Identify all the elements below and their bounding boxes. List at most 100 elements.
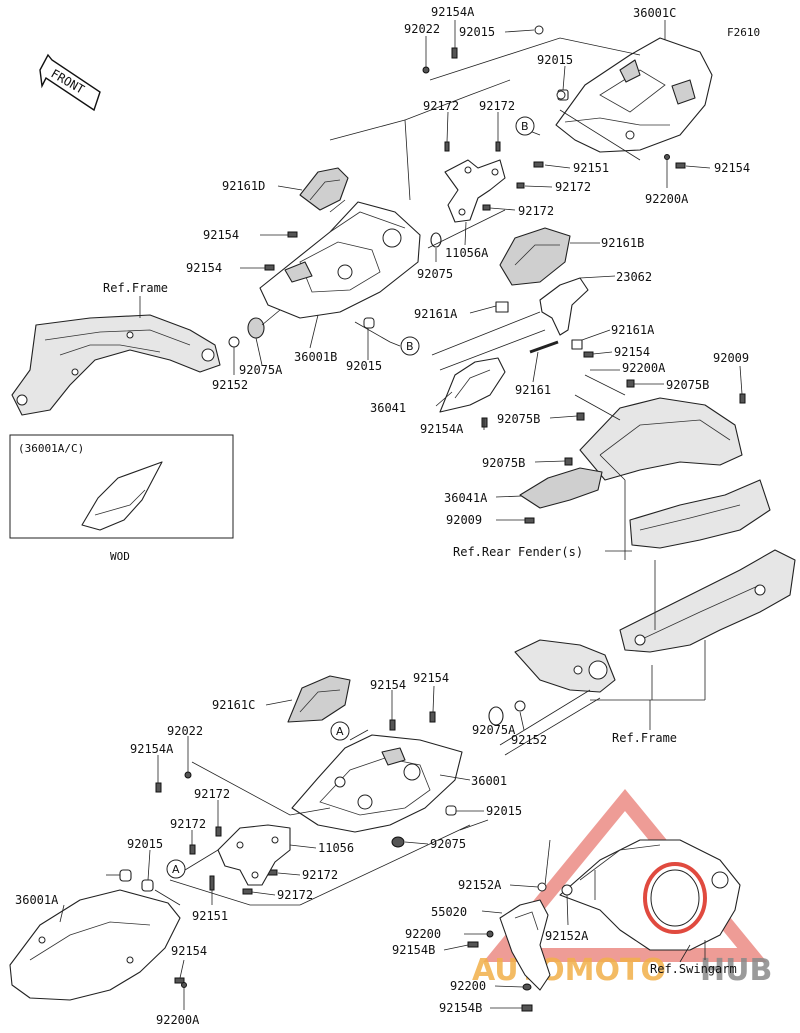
marker-b-top: B bbox=[515, 116, 535, 136]
label-92154-f: 92154 bbox=[413, 671, 449, 685]
bolt-92172f-icon bbox=[189, 844, 196, 855]
label-92154-d: 92154 bbox=[614, 345, 650, 359]
svg-text:B: B bbox=[521, 120, 529, 133]
front-arrow-icon: FRONT bbox=[39, 53, 101, 112]
grommet-92200-icon bbox=[486, 930, 494, 938]
bolt-92009-b-icon bbox=[524, 517, 535, 524]
label-92200-b: 92200 bbox=[450, 979, 486, 993]
nut-92015d-icon bbox=[445, 805, 457, 816]
bolt-92172h-icon bbox=[242, 888, 253, 895]
label-92172-d: 92172 bbox=[518, 204, 554, 218]
bolt-92009-icon bbox=[739, 393, 746, 404]
label-ref-frame-a: Ref.Frame bbox=[103, 281, 168, 295]
leader-lines bbox=[59, 20, 743, 1010]
fasteners-lower bbox=[119, 700, 526, 988]
label-92200a-c: 92200A bbox=[156, 1013, 200, 1027]
part-36001-housing bbox=[291, 734, 463, 833]
part-labels: 92154A 92022 92015 36001C 92015 92172 92… bbox=[15, 5, 750, 1027]
part-92161b-pad bbox=[499, 227, 571, 286]
label-ref-rear-fender: Ref.Rear Fender(s) bbox=[453, 545, 583, 559]
part-23062-bracket bbox=[539, 277, 589, 336]
label-36001a: 36001A bbox=[15, 893, 59, 907]
label-92154b-b: 92154B bbox=[439, 1001, 482, 1015]
part-11056-bracket bbox=[217, 824, 291, 886]
label-ref-frame-b: Ref.Frame bbox=[612, 731, 677, 745]
fasteners-upper bbox=[228, 25, 686, 348]
part-92161d-pad bbox=[299, 167, 349, 211]
bolt-92154a-icon bbox=[451, 47, 458, 59]
inset-footer: WOD bbox=[110, 550, 130, 563]
part-92161c-pad bbox=[287, 675, 351, 723]
label-92154-g: 92154 bbox=[171, 944, 207, 958]
grommet-92200-b-icon bbox=[522, 983, 532, 991]
label-92015-c: 92015 bbox=[346, 359, 382, 373]
svg-text:A: A bbox=[336, 725, 344, 738]
collar-92152-icon bbox=[228, 336, 240, 348]
label-92172-a: 92172 bbox=[423, 99, 459, 113]
svg-text:A: A bbox=[172, 863, 180, 876]
damper-92075-b-icon bbox=[391, 836, 405, 848]
part-92161a-pad-b bbox=[571, 339, 583, 350]
bolt-92154b-c-icon bbox=[521, 1004, 533, 1012]
label-92015-b: 92015 bbox=[537, 53, 573, 67]
bolt-92172e-icon bbox=[215, 826, 222, 837]
bolt-92172b-icon bbox=[495, 141, 501, 152]
label-92022-b: 92022 bbox=[167, 724, 203, 738]
label-36001c: 36001C bbox=[633, 6, 676, 20]
collar-92152a-b-icon bbox=[561, 884, 573, 896]
label-92172-h: 92172 bbox=[277, 888, 313, 902]
damper-92075-icon bbox=[430, 232, 442, 248]
bolt-92154d-icon bbox=[583, 351, 594, 358]
label-92075b-b: 92075B bbox=[497, 412, 540, 426]
label-36041a: 36041A bbox=[444, 491, 488, 505]
label-92152-b: 92152 bbox=[511, 733, 547, 747]
label-36041: 36041 bbox=[370, 401, 406, 415]
svg-text:B: B bbox=[406, 340, 414, 353]
grommet-92200a-b-icon bbox=[181, 982, 187, 988]
label-ref-swingarm: Ref.Swingarm bbox=[650, 962, 737, 976]
ref-frame-upper bbox=[11, 314, 221, 416]
part-36041-cover bbox=[439, 357, 506, 413]
label-92154-a: 92154 bbox=[714, 161, 750, 175]
bolt-92154e-icon bbox=[389, 719, 396, 731]
label-36001: 36001 bbox=[471, 774, 507, 788]
label-92009-b: 92009 bbox=[446, 513, 482, 527]
marker-a-mid: A bbox=[330, 721, 350, 741]
bolt-92154b-icon bbox=[287, 231, 298, 238]
label-92154-e: 92154 bbox=[370, 678, 406, 692]
nut-92015e-icon bbox=[119, 869, 132, 882]
label-92172-f: 92172 bbox=[170, 817, 206, 831]
label-92154a-b: 92154A bbox=[420, 422, 464, 436]
part-55020-guard bbox=[499, 899, 551, 991]
bolt-92154a-b-icon bbox=[481, 417, 488, 428]
part-36041a-cover bbox=[519, 467, 603, 509]
label-23062: 23062 bbox=[616, 270, 652, 284]
part-36001c-cover bbox=[555, 37, 713, 153]
part-11056a-bracket bbox=[444, 159, 506, 223]
label-92172-b: 92172 bbox=[479, 99, 515, 113]
nut-92075b-icon bbox=[626, 379, 635, 388]
marker-a-low: A bbox=[166, 859, 186, 879]
label-92154-c: 92154 bbox=[186, 261, 222, 275]
label-92015-e: 92015 bbox=[127, 837, 163, 851]
label-92172-e: 92172 bbox=[194, 787, 230, 801]
bolt-92154g-icon bbox=[174, 977, 185, 984]
label-92154-b: 92154 bbox=[203, 228, 239, 242]
label-11056: 11056 bbox=[318, 841, 354, 855]
nut-92015-icon bbox=[534, 25, 544, 35]
label-92075b-c: 92075B bbox=[482, 456, 525, 470]
ref-swingarm bbox=[559, 839, 741, 951]
label-11056a: 11056A bbox=[445, 246, 489, 260]
label-92152a-b: 92152A bbox=[545, 929, 589, 943]
inset-box: (36001A/C) WOD bbox=[9, 434, 234, 563]
ref-rear-fender bbox=[579, 397, 771, 549]
label-92015-a: 92015 bbox=[459, 25, 495, 39]
nut-92015c-icon bbox=[363, 317, 375, 329]
label-92152-a: 92152 bbox=[212, 378, 248, 392]
label-55020: 55020 bbox=[431, 905, 467, 919]
bolt-92151-icon bbox=[533, 161, 544, 168]
nut-92015b-icon bbox=[556, 90, 566, 100]
label-92075-b: 92075 bbox=[430, 837, 466, 851]
label-92161a-a: 92161A bbox=[414, 307, 458, 321]
